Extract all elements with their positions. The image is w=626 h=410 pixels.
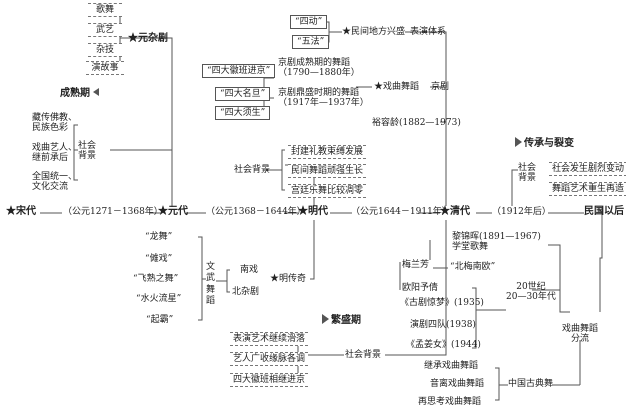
yuan-bg-2: 戏曲艺人、 继前承后 — [32, 143, 78, 164]
yuan-item-3: 杂技 — [88, 43, 122, 58]
era-song: ★宋代 — [6, 206, 36, 217]
qing-minjian: ★民间地方兴盛 — [342, 27, 406, 37]
ming-wenwu: 文 武 舞 蹈 — [206, 262, 216, 306]
republic-yanju: 演剧四队(1938) — [410, 320, 476, 330]
ming-bg-3: 宫廷乐舞比较凋零 — [288, 184, 367, 199]
era-ming-years: （公元1368－1644年） — [206, 207, 306, 217]
ming-social-bg: 社会背景 — [234, 165, 271, 175]
yuan-bg-3: 全国统一、 文化交流 — [32, 172, 78, 193]
republic-ouyang: 欧阳予倩 — [402, 283, 439, 293]
maturity-label: 成熟期 — [60, 88, 90, 99]
era-yuan: ★元代 — [158, 206, 188, 217]
qing-jingju-mature: 京剧成熟期的舞蹈 （1790—1880年） — [278, 58, 360, 79]
qing-wufa: “五法” — [292, 35, 330, 50]
qing-xiqu: ★戏曲舞蹈 — [374, 82, 420, 92]
yuan-zaju: ★元杂剧 — [128, 33, 168, 44]
republic-li-jinhui: 黎锦晖(1891—1967) 学堂歌舞 — [452, 232, 541, 253]
qing-lower-bg-1: 表演艺术继续滑落 — [230, 332, 309, 347]
qing-lower-social-bg: 社会背景 — [345, 350, 382, 360]
flag-icon — [322, 314, 329, 324]
qing-sidong: “四动” — [290, 15, 328, 30]
qing-xusheng: “四大须生” — [215, 106, 271, 121]
republic-social-bg: 社会 背景 — [518, 163, 537, 184]
yuan-item-4: 演故事 — [86, 61, 124, 76]
republic-xiqu-fenliu: 戏曲舞蹈 分流 — [562, 324, 599, 345]
ming-dance-1: “龙舞” — [145, 232, 173, 242]
triangle-marker-icon — [93, 88, 99, 96]
flag-icon — [515, 137, 522, 147]
qing-flourish-heading: 繁盛期 — [322, 314, 361, 327]
republic-bg-2: 舞蹈艺术重生再造 — [549, 182, 626, 197]
republic-beimei-nanou: “北梅南欧” — [450, 262, 496, 272]
ming-bg-1: 封建礼教束缚发展 — [288, 145, 367, 160]
ming-dance-3: “飞熟之舞” — [133, 274, 179, 284]
republic-gudianwu: 中国古典舞 — [508, 379, 554, 389]
republic-era-2030: 20世纪 20—30年代 — [506, 282, 556, 303]
qing-lower-bg-3: 四大徽班相继进京 — [230, 373, 309, 388]
era-qing-years: （公元1644－1911年） — [351, 207, 451, 217]
ming-nanxi: 南戏 — [240, 265, 259, 275]
ming-bg-2: 民间舞蹈顽强生长 — [288, 164, 367, 179]
ming-dance-2: “傩戏” — [145, 254, 173, 264]
republic-gujujingmeng: 《古剧惊梦》(1935) — [400, 298, 484, 308]
yuan-item-1: 歌舞 — [88, 3, 122, 18]
qing-lower-bg-2: 艺人广收缘脉各调 — [230, 352, 309, 367]
era-song-years: （公元1271－1368年） — [63, 207, 163, 217]
republic-heading-label: 传承与裂变 — [524, 138, 574, 149]
republic-zaisi: 再思考戏曲舞蹈 — [418, 397, 482, 407]
era-ming: ★明代 — [298, 206, 328, 217]
yuan-social-bg: 社会 背景 — [78, 141, 97, 162]
qing-mingdan: “四大名旦” — [215, 87, 271, 102]
ming-dance-5: “起霸” — [146, 315, 174, 325]
era-qing: ★清代 — [440, 206, 470, 217]
republic-mengjiangnu: 《孟姜女》(1944) — [406, 340, 481, 350]
republic-heading: 传承与裂变 — [515, 137, 574, 150]
ming-beizaju: 北杂剧 — [232, 287, 260, 297]
qing-jingju-peak: 京剧鼎盛时期的舞蹈 （1917年—1937年） — [278, 88, 369, 109]
yuan-item-2: 武艺 — [88, 23, 122, 38]
qing-biaoyan: 表演体系 — [410, 27, 447, 37]
qing-yu-rongling: 裕容龄(1882—1973) — [372, 118, 461, 128]
era-republic: 民国以后 — [584, 206, 624, 217]
yuan-maturity-heading: 成熟期 — [60, 88, 99, 100]
era-republic-year: （1912年后） — [492, 207, 551, 217]
ming-chuanqi: ★明传奇 — [270, 274, 307, 284]
ming-dance-4: “水火流星” — [136, 294, 182, 304]
yuan-bg-1: 藏传佛教、 民族色彩 — [32, 113, 78, 134]
qing-huiban: “四大徽班进京” — [202, 64, 276, 79]
qing-jingju: 京剧 — [431, 82, 450, 92]
flourish-label: 繁盛期 — [331, 315, 361, 326]
republic-jicheng: 继承戏曲舞蹈 — [424, 361, 479, 371]
republic-bg-1: 社会发生剧烈变动 — [549, 162, 626, 177]
republic-yinli: 音离戏曲舞蹈 — [430, 379, 485, 389]
republic-mei: 梅兰芳 — [402, 260, 430, 270]
